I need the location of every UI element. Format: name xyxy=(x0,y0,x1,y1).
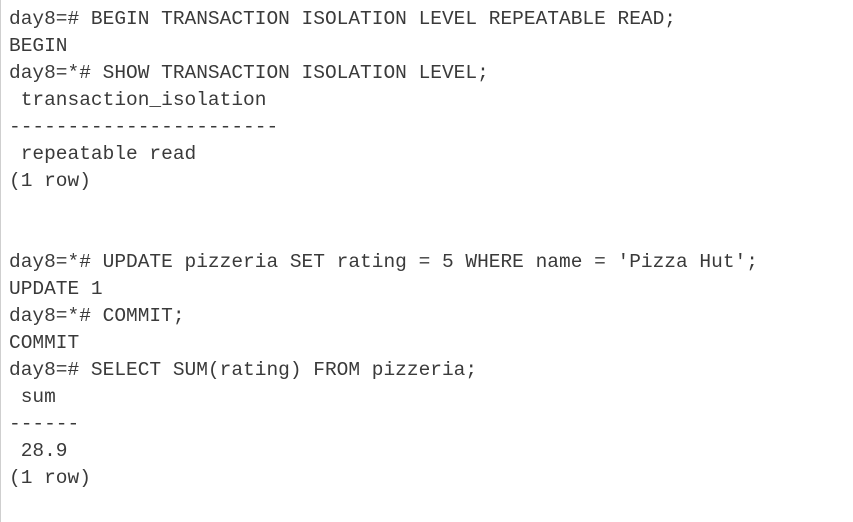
result-column-header: transaction_isolation xyxy=(9,89,267,111)
result-row-count: (1 row) xyxy=(9,467,91,489)
result-separator: ----------------------- xyxy=(9,116,279,138)
result-value: 28.9 xyxy=(9,440,68,462)
result-separator: ------ xyxy=(9,413,80,435)
result-column-header: sum xyxy=(9,386,56,408)
blank-line xyxy=(9,195,853,222)
terminal-line-update-result: UPDATE 1 xyxy=(9,278,103,300)
result-row-count: (1 row) xyxy=(9,170,91,192)
result-value: repeatable read xyxy=(9,143,197,165)
terminal-line-commit-command: day8=*# COMMIT; xyxy=(9,305,185,327)
terminal-line-begin-command: day8=# BEGIN TRANSACTION ISOLATION LEVEL… xyxy=(9,8,677,30)
blank-line xyxy=(9,222,853,249)
terminal-lines: day8=# BEGIN TRANSACTION ISOLATION LEVEL… xyxy=(9,6,853,492)
terminal-line-begin-result: BEGIN xyxy=(9,35,68,57)
terminal-line-show-command: day8=*# SHOW TRANSACTION ISOLATION LEVEL… xyxy=(9,62,489,84)
terminal-line-update-command: day8=*# UPDATE pizzeria SET rating = 5 W… xyxy=(9,251,758,273)
terminal-line-select-command: day8=# SELECT SUM(rating) FROM pizzeria; xyxy=(9,359,478,381)
terminal-line-commit-result: COMMIT xyxy=(9,332,80,354)
